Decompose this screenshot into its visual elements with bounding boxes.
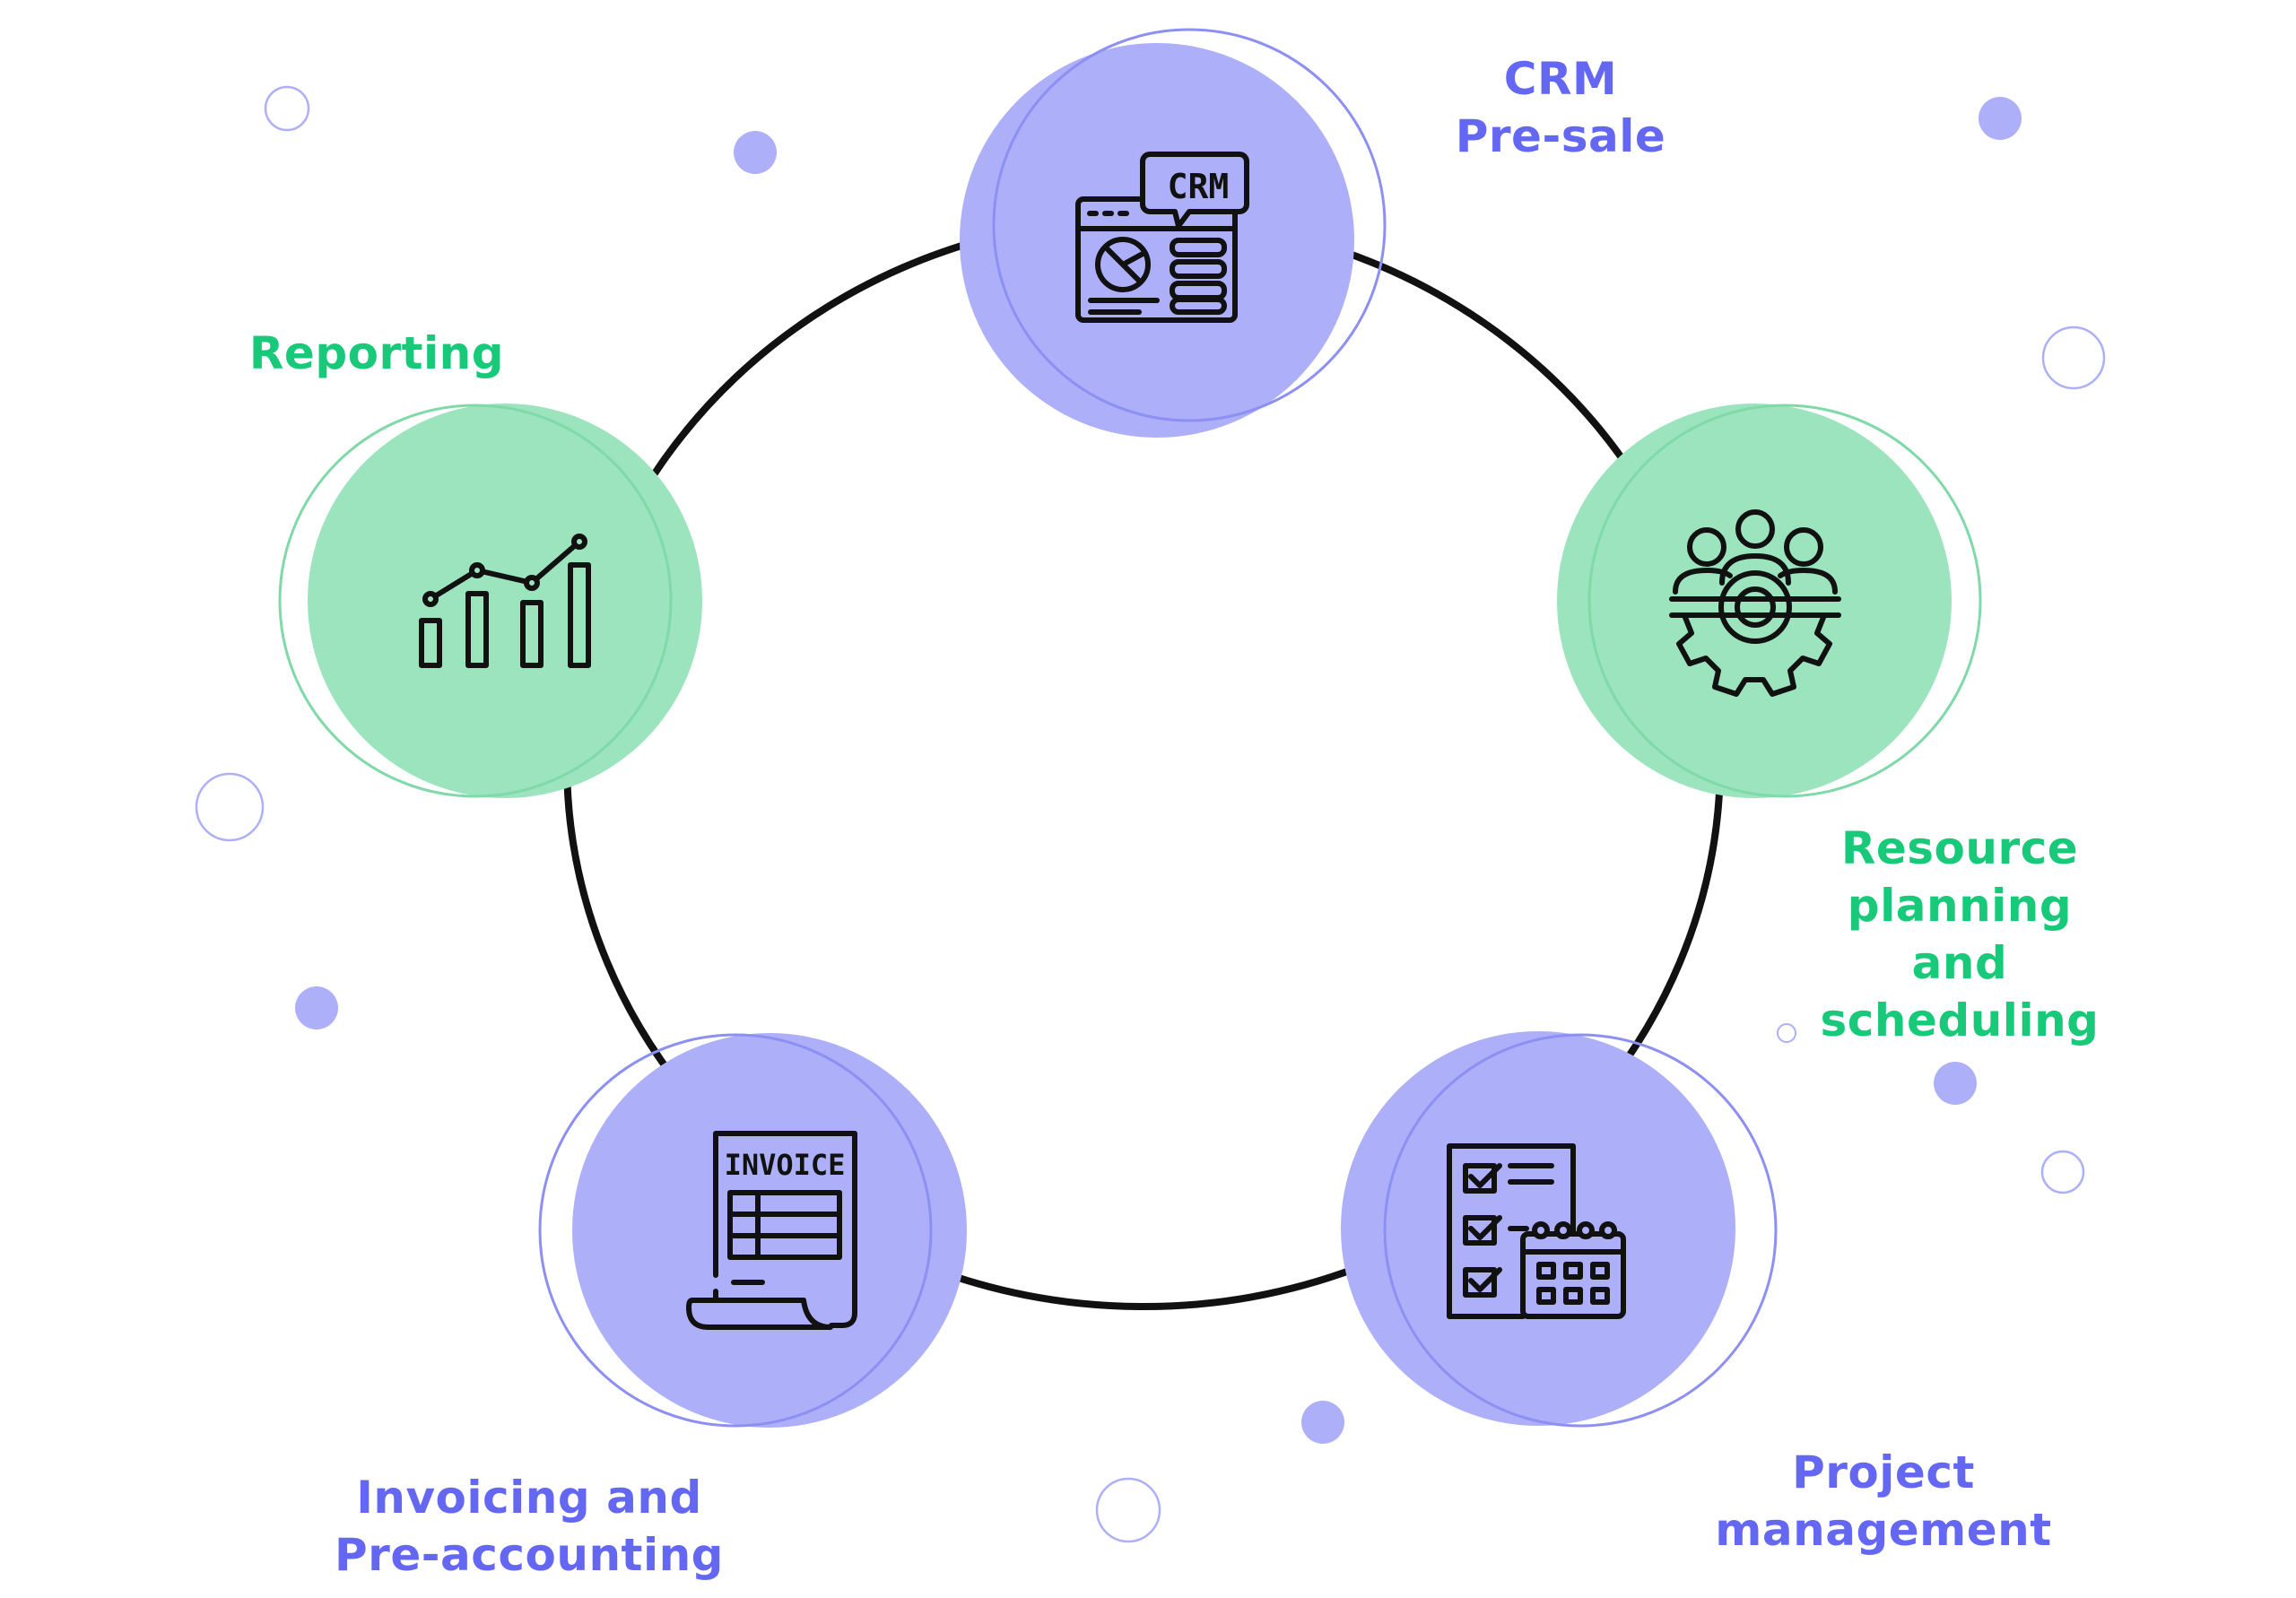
crm-label: CRM Pre-sale [1426,50,1695,165]
resource-label-line-4: scheduling [1820,994,2100,1047]
decor-dot [1934,1062,1977,1105]
crm-label-line-1: CRM [1503,53,1618,105]
invoice-document-icon [686,1131,857,1330]
resource-node [1557,404,1982,798]
project-node-outline [1383,1033,1778,1428]
project-label-line-2: management [1715,1504,2052,1556]
resource-label: Resource planning and scheduling [1812,820,2108,1049]
decor-ring [1095,1477,1161,1543]
reporting-label: Reporting [224,325,529,382]
checklist-calendar-icon [1447,1143,1626,1319]
project-label: Project management [1695,1444,2072,1559]
crm-dashboard-icon [1075,152,1249,323]
reporting-node [278,404,702,798]
reporting-label-line-1: Reporting [248,327,505,379]
decor-dot [1301,1401,1344,1444]
decor-dot [734,131,777,174]
crm-label-line-2: Pre-sale [1455,110,1666,162]
decor-ring [2040,1150,2085,1194]
resource-node-outline [1587,404,1982,798]
decor-ring [195,772,265,842]
decor-dot [1979,97,2022,140]
crm-node-fill [960,43,1354,438]
project-node [1341,1031,1778,1428]
team-gear-icon [1669,509,1841,697]
resource-label-line-2: planning [1847,880,2073,932]
reporting-node-outline [278,404,673,798]
decor-ring [1777,1023,1796,1043]
invoicing-label-line-1: Invoicing and [356,1472,702,1524]
crm-icon-text: CRM [1168,167,1230,206]
crm-node: CRM [960,28,1387,438]
project-label-line-1: Project [1792,1446,1975,1498]
decor-ring [264,85,310,132]
bar-line-chart-icon [419,534,591,668]
reporting-node-fill [308,404,702,798]
resource-label-line-3: and [1911,937,2008,989]
invoicing-node-fill [572,1033,967,1428]
invoicing-label-line-2: Pre-accounting [335,1529,724,1581]
invoice-icon-text: INVOICE [725,1148,846,1182]
invoicing-label: Invoicing and Pre-accounting [305,1469,753,1584]
invoicing-node-outline [538,1033,933,1428]
resource-label-line-1: Resource [1840,822,2079,874]
decor-ring [2041,326,2106,390]
decorative-dots [195,85,2106,1543]
crm-node-outline [992,28,1387,422]
invoicing-node: INVOICE [538,1033,967,1428]
decor-dot [295,986,338,1029]
